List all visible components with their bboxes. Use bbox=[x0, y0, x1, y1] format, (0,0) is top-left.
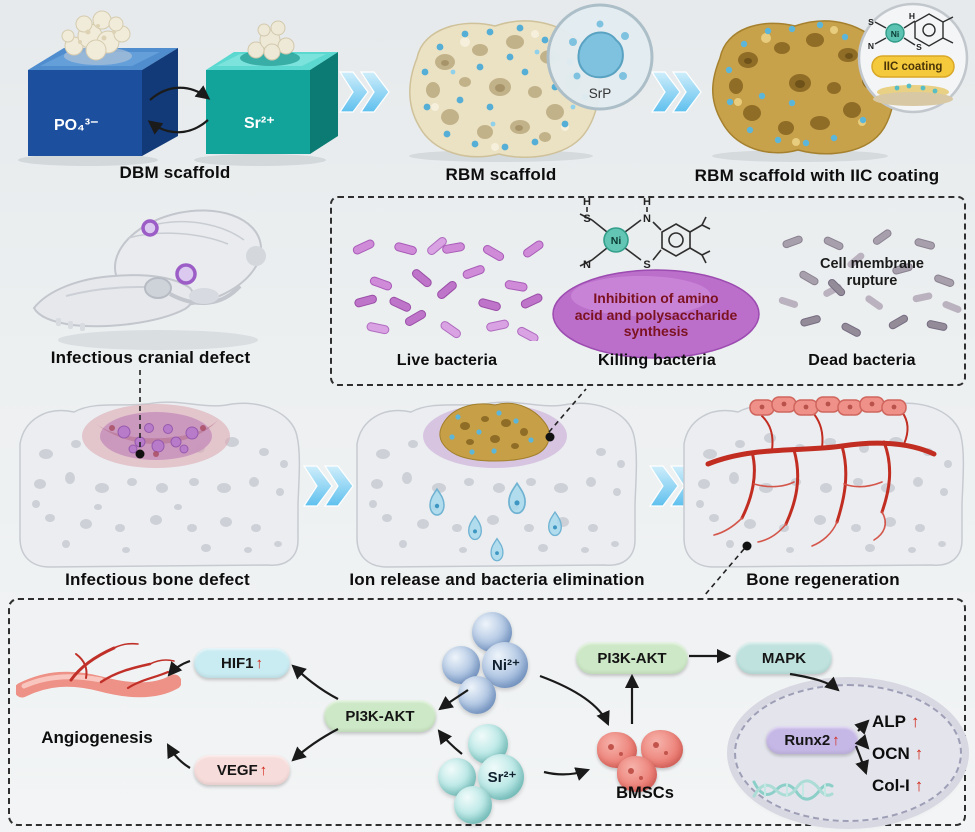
ni-ion-label: Ni²⁺ bbox=[492, 657, 520, 674]
bone-regeneration-illustration bbox=[683, 396, 965, 568]
blood-vessel-illustration bbox=[16, 642, 181, 698]
pi3k-akt-badge-right: PI3K-AKT bbox=[576, 642, 688, 674]
svg-text:N: N bbox=[868, 41, 874, 51]
bmscs-cells bbox=[595, 730, 695, 792]
caption-dbm: DBM scaffold bbox=[119, 163, 231, 182]
caption-ion-release: Ion release and bacteria elimination bbox=[349, 570, 645, 589]
arrow-chevron-icon bbox=[302, 465, 354, 507]
iic-coated-scaffold-illustration bbox=[712, 20, 896, 162]
coral-scaffold-chunk bbox=[247, 20, 295, 61]
caption-killing-bacteria: Killing bacteria bbox=[598, 352, 716, 369]
ni-ion-cluster: Ni²⁺ bbox=[442, 612, 552, 718]
caption-bone-defect: Infectious bone defect bbox=[65, 570, 250, 589]
po4-ion-label: PO₄³⁻ bbox=[54, 117, 99, 134]
exchange-arrow bbox=[147, 119, 209, 135]
defect-marker bbox=[175, 263, 197, 285]
gene-ocn: OCN↑ bbox=[872, 744, 924, 763]
defect-marker bbox=[141, 219, 159, 237]
arrow-chevron-icon bbox=[338, 71, 390, 113]
angiogenesis-label: Angiogenesis bbox=[41, 728, 153, 747]
up-arrow-icon: ↑ bbox=[255, 654, 264, 672]
caption-dead-bacteria: Dead bacteria bbox=[808, 352, 916, 369]
dna-icon bbox=[752, 779, 834, 801]
runx2-badge: Runx2↑ bbox=[766, 726, 858, 754]
svg-text:S: S bbox=[916, 42, 922, 52]
bacteria-mechanism-panel: Ni N H S S N H Inhibition of amino acid … bbox=[330, 196, 966, 386]
svg-text:Ni: Ni bbox=[891, 29, 900, 39]
svg-text:S: S bbox=[583, 213, 590, 225]
svg-text:N: N bbox=[583, 259, 591, 271]
srp-magnified-inset: SrP bbox=[546, 3, 654, 111]
iic-coating-label: IIC coating bbox=[884, 61, 943, 73]
sr-ion-cluster: Sr²⁺ bbox=[438, 724, 548, 828]
live-bacteria-illustration bbox=[352, 236, 544, 341]
signaling-pathway-panel: Angiogenesis HIF1↑ VEGF↑ PI3K-AKT Ni²⁺ S… bbox=[8, 598, 966, 826]
gene-alp: ALP↑ bbox=[872, 712, 920, 731]
arrow-chevron-icon bbox=[650, 71, 702, 113]
dead-bacteria-illustration bbox=[778, 229, 962, 337]
dbm-scaffold-illustration: PO₄³⁻ Sr²⁺ bbox=[18, 10, 338, 166]
pi3k-akt-badge-left: PI3K-AKT bbox=[324, 700, 436, 732]
sr-ion-label: Sr²⁺ bbox=[244, 115, 275, 132]
bmscs-label: BMSCs bbox=[616, 784, 674, 802]
inhibition-text: Inhibition of amino acid and polysacchar… bbox=[574, 290, 738, 340]
svg-text:H: H bbox=[909, 11, 915, 21]
caption-live-bacteria: Live bacteria bbox=[396, 352, 498, 369]
iic-coating-inset: Ni H S S N IIC coating bbox=[857, 2, 969, 114]
up-arrow-icon: ↑ bbox=[832, 731, 840, 749]
killed-bacterium-illustration bbox=[552, 269, 760, 359]
up-arrow-icon: ↑ bbox=[259, 761, 268, 779]
ni-complex-structure: Ni N H S S N H bbox=[579, 198, 711, 271]
rupture-text: Cell membrane rupture bbox=[820, 256, 924, 289]
caption-bone-regeneration: Bone regeneration bbox=[746, 570, 900, 589]
caption-rbm: RBM scaffold bbox=[445, 165, 557, 184]
ion-droplets bbox=[429, 481, 562, 562]
blood-vessels bbox=[705, 411, 937, 526]
svg-text:S: S bbox=[643, 259, 650, 271]
up-arrow-icon: ↑ bbox=[911, 712, 920, 731]
svg-text:S: S bbox=[868, 17, 874, 27]
hif1-badge: HIF1↑ bbox=[194, 648, 290, 678]
srp-particles bbox=[421, 24, 589, 151]
svg-text:H: H bbox=[583, 198, 591, 208]
skull-illustration bbox=[32, 209, 266, 350]
svg-text:N: N bbox=[643, 213, 651, 225]
caption-cranial-defect: Infectious cranial defect bbox=[50, 348, 251, 367]
ion-release-illustration bbox=[356, 401, 638, 568]
up-arrow-icon: ↑ bbox=[914, 776, 924, 795]
srp-label: SrP bbox=[589, 86, 612, 101]
exchange-arrow bbox=[149, 85, 211, 101]
mapk-badge: MAPK bbox=[736, 642, 832, 674]
iic-ligand-structure bbox=[874, 13, 954, 47]
vegf-badge: VEGF↑ bbox=[194, 755, 290, 785]
bone-defect-illustration bbox=[19, 401, 301, 568]
sr-ion-label: Sr²⁺ bbox=[487, 769, 517, 786]
caption-iic: RBM scaffold with IIC coating bbox=[694, 166, 940, 185]
svg-text:Ni: Ni bbox=[611, 235, 622, 247]
up-arrow-icon: ↑ bbox=[914, 744, 924, 763]
gene-col1: Col-I↑ bbox=[872, 776, 924, 795]
svg-text:H: H bbox=[643, 198, 651, 208]
